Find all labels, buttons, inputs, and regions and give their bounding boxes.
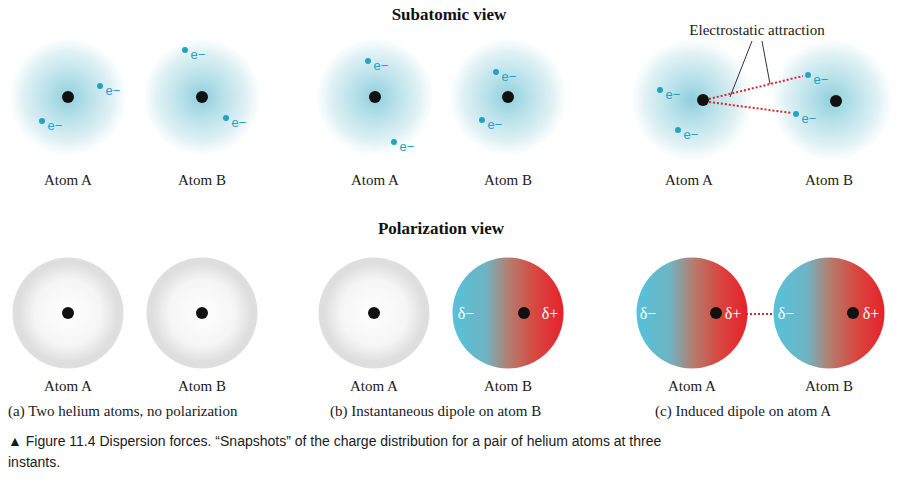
- nucleus-dot: [830, 95, 842, 107]
- electron-cloud: [147, 258, 258, 369]
- electron-cloud: [319, 258, 430, 369]
- nucleus-dot: [196, 91, 208, 103]
- atom-label: Atom B: [484, 378, 532, 395]
- figure-caption: ▲ Figure 11.4 Dispersion forces. “Snapsh…: [8, 431, 708, 473]
- partial-charge: δ−: [778, 305, 795, 323]
- electron-label: e−: [814, 73, 829, 87]
- electron-dot: [479, 117, 485, 123]
- atom-label: Atom B: [178, 378, 226, 395]
- electron-cloud: [633, 41, 752, 160]
- nucleus-dot: [502, 91, 514, 103]
- atom-circle: [632, 40, 752, 160]
- atom-node: δ−δ+Atom B: [773, 257, 885, 369]
- electron-cloud: [773, 41, 892, 160]
- atom-label: Atom A: [668, 378, 716, 395]
- electron-dot: [97, 83, 103, 89]
- atom-label: Atom A: [44, 378, 92, 395]
- electron-cloud: [637, 258, 748, 369]
- partial-charge: δ−: [640, 305, 657, 323]
- panel-caption: (b) Instantaneous dipole on atom B: [330, 403, 541, 420]
- electron-label: e−: [400, 140, 415, 154]
- electron-label: e−: [48, 119, 63, 133]
- callout-label: Electrostatic attraction: [689, 22, 824, 39]
- electron-label: e−: [802, 112, 817, 126]
- electron-dot: [805, 72, 811, 78]
- electron-dot: [657, 87, 663, 93]
- atom-node: δ−δ+Atom B: [452, 257, 564, 369]
- atom-label: Atom B: [178, 172, 226, 189]
- partial-charge: δ−: [458, 305, 475, 323]
- nucleus-dot: [710, 307, 722, 319]
- partial-charge: δ+: [863, 305, 880, 323]
- electron-cloud: [11, 40, 126, 155]
- electron-dot: [493, 69, 499, 75]
- atom-node: e−e−Atom B: [450, 39, 566, 155]
- electron-dot: [39, 118, 45, 124]
- nucleus-dot: [368, 307, 380, 319]
- atom-node: e−e−Atom A: [10, 39, 126, 155]
- atom-node: e−e−Atom A: [317, 39, 433, 155]
- electron-dot: [793, 111, 799, 117]
- electron-cloud: [453, 258, 564, 369]
- electron-dot: [365, 58, 371, 64]
- atom-node: δ−δ+Atom A: [636, 257, 748, 369]
- nucleus-dot: [196, 307, 208, 319]
- electron-label: e−: [232, 116, 247, 130]
- atom-label: Atom B: [805, 172, 853, 189]
- atom-label: Atom A: [351, 172, 399, 189]
- atom-circle: [450, 39, 566, 155]
- atom-label: Atom B: [484, 172, 532, 189]
- panel-caption: (c) Induced dipole on atom A: [655, 403, 831, 420]
- atom-circle: [772, 40, 892, 160]
- electron-cloud: [13, 258, 124, 369]
- nucleus-dot: [62, 91, 74, 103]
- attraction-line: [746, 313, 774, 315]
- electron-label: e−: [374, 59, 389, 73]
- atom-circle: [317, 39, 433, 155]
- atom-circle: [12, 257, 124, 369]
- partial-charge: δ+: [725, 305, 742, 323]
- atom-label: Atom A: [44, 172, 92, 189]
- leader-line: [762, 41, 770, 84]
- electron-cloud: [318, 40, 433, 155]
- electron-label: e−: [502, 70, 517, 84]
- electron-dot: [223, 115, 229, 121]
- atom-node: e−e−Atom A: [632, 40, 752, 160]
- electron-label: e−: [106, 84, 121, 98]
- nucleus-dot: [369, 91, 381, 103]
- atom-label: Atom A: [665, 172, 713, 189]
- atom-label: Atom B: [805, 378, 853, 395]
- electron-cloud: [145, 40, 260, 155]
- electron-dot: [391, 139, 397, 145]
- electron-label: e−: [191, 48, 206, 62]
- atom-circle: [146, 257, 258, 369]
- nucleus-dot: [518, 307, 530, 319]
- electron-label: e−: [488, 118, 503, 132]
- atom-node: e−e−Atom B: [144, 39, 260, 155]
- nucleus-dot: [697, 94, 709, 106]
- atom-node: Atom A: [12, 257, 124, 369]
- electron-dot: [182, 47, 188, 53]
- atom-node: e−e−Atom B: [772, 40, 892, 160]
- atom-label: Atom A: [350, 378, 398, 395]
- electron-label: e−: [666, 88, 681, 102]
- electron-dot: [675, 127, 681, 133]
- atom-node: Atom B: [146, 257, 258, 369]
- view-heading: Polarization view: [378, 220, 504, 239]
- electron-cloud: [451, 40, 566, 155]
- atom-node: Atom A: [318, 257, 430, 369]
- view-heading: Subatomic view: [392, 6, 507, 25]
- panel-caption: (a) Two helium atoms, no polarization: [8, 403, 237, 420]
- electron-cloud: [774, 258, 885, 369]
- electron-label: e−: [684, 128, 699, 142]
- nucleus-dot: [847, 307, 859, 319]
- partial-charge: δ+: [542, 305, 559, 323]
- atom-circle: [318, 257, 430, 369]
- nucleus-dot: [62, 307, 74, 319]
